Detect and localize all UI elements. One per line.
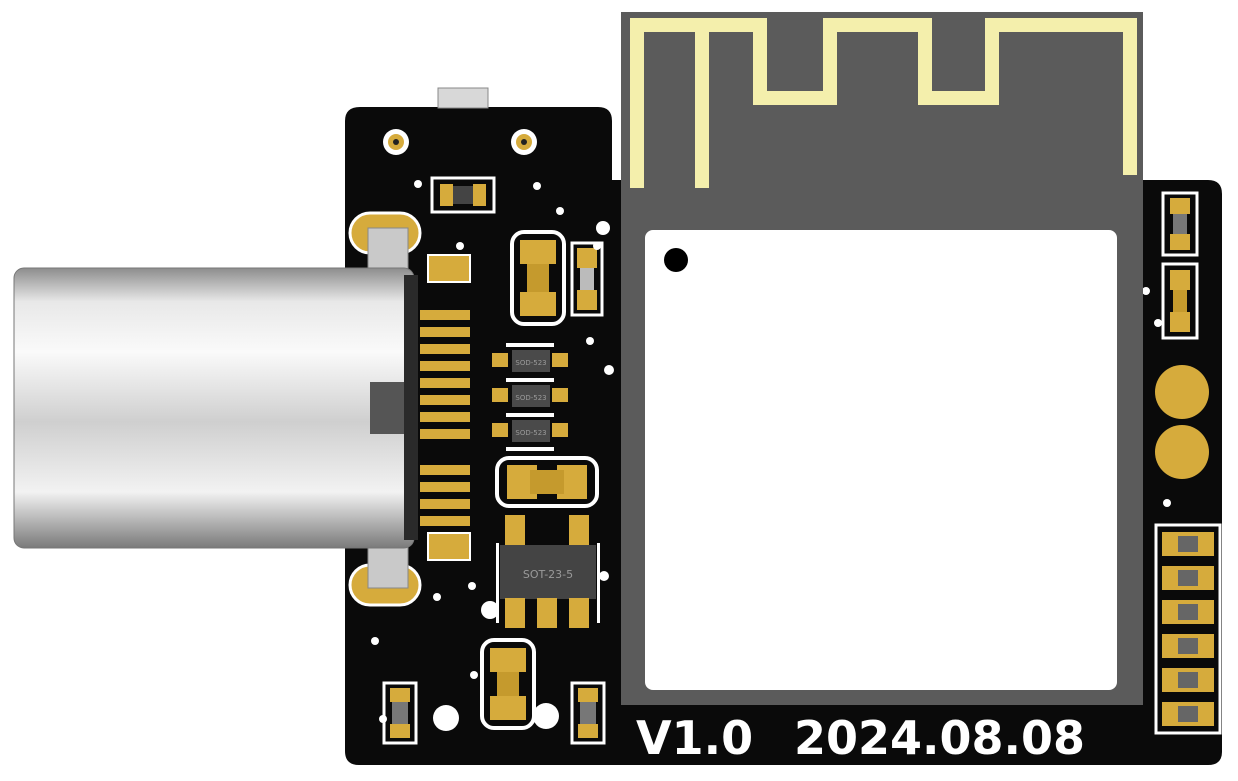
usb-signal-pads [420,310,470,526]
usb-c-connector [13,227,418,589]
wifi-module [621,12,1143,705]
diode-label: SOD-523 [515,394,546,402]
date-label: 2024.08.08 [794,711,1085,765]
capacitor-mid [495,456,599,508]
mounting-pads-top [383,129,537,155]
resistor-array [1154,523,1222,735]
resistor-right-2 [1161,262,1199,340]
resistor-bottom-left [382,681,418,745]
top-switch [437,87,489,109]
diode-1: SOD-523 [492,343,568,372]
diode-3: SOD-523 [492,413,568,451]
resistor-bottom-right [570,681,606,745]
capacitor-bottom [480,638,536,730]
test-pads [1155,365,1209,479]
diode-label: SOD-523 [515,359,546,367]
vias [371,180,1171,731]
rf-shield [645,230,1117,690]
version-label: V1.0 [636,711,753,765]
regulator-sot23-5: SOT-23-5 [496,515,600,628]
antenna-trace [630,18,1137,188]
capacitor-large [510,230,566,326]
pin1-marker [664,248,688,272]
diode-label: SOD-523 [515,429,546,437]
resistor-small [570,241,604,317]
resistor-right-1 [1161,191,1199,257]
regulator-label: SOT-23-5 [523,568,573,581]
diode-2: SOD-523 [492,378,568,407]
capacitor-top [430,176,496,214]
